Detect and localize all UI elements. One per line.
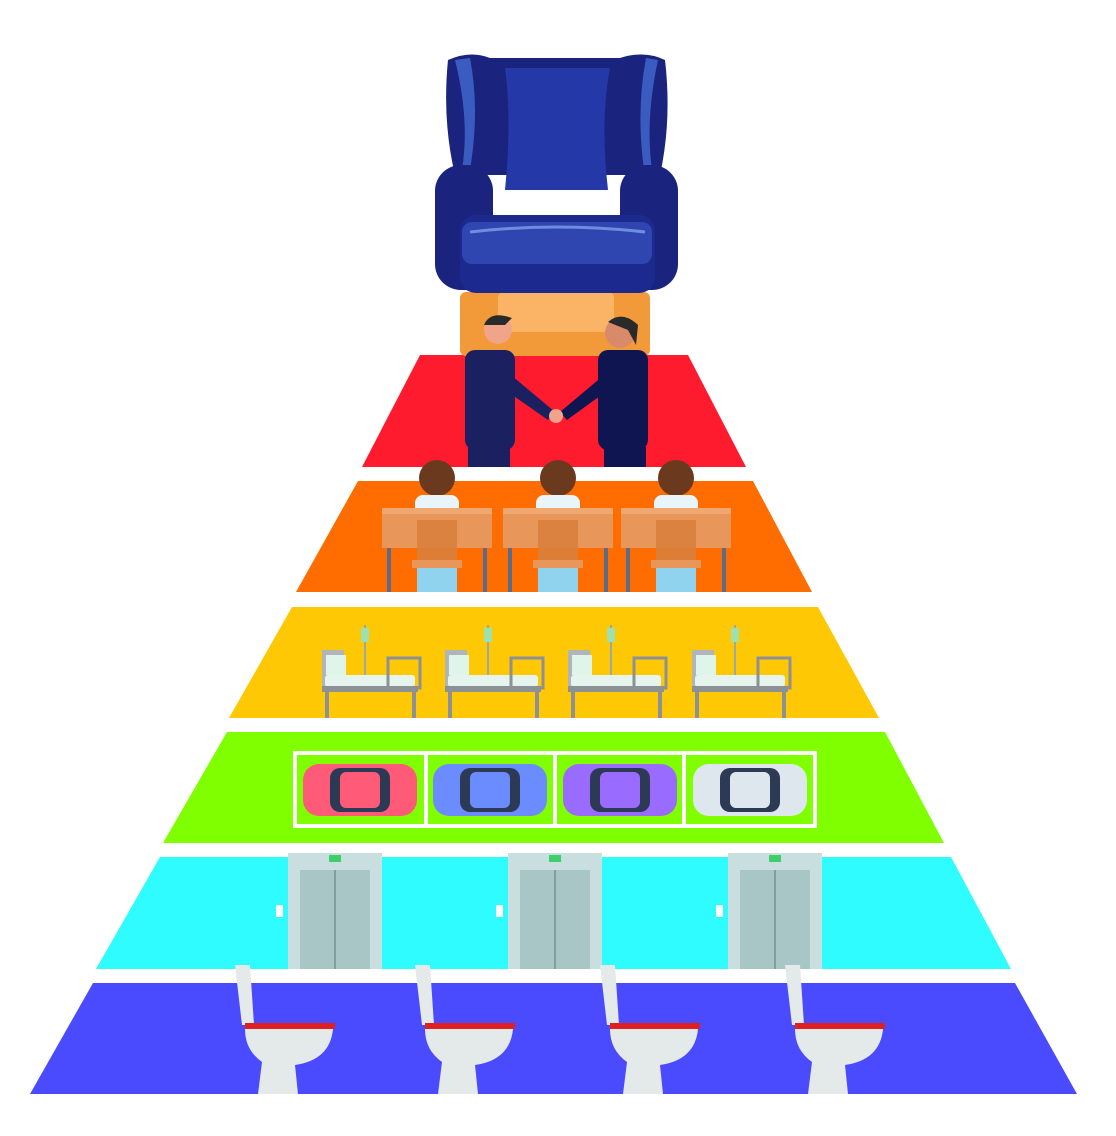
handshake-businessmen-icon <box>465 315 648 467</box>
parking-lot-frame <box>293 751 817 828</box>
elevator-icon <box>716 853 822 969</box>
student-at-desk-icon <box>503 460 613 592</box>
car-icon <box>563 764 677 816</box>
student-at-desk-icon <box>621 460 731 592</box>
elevator-icon <box>276 853 382 969</box>
tier-toilet <box>30 983 1077 1094</box>
armchair-icon <box>435 54 678 293</box>
hospital-bed-icon <box>322 625 422 718</box>
toilet-icon <box>600 965 700 1094</box>
toilet-icon <box>785 965 885 1094</box>
student-at-desk-icon <box>382 460 492 592</box>
toilet-icon <box>415 965 515 1094</box>
toilet-icon <box>235 965 335 1094</box>
car-icon <box>693 764 807 816</box>
hospital-bed-icon <box>568 625 668 718</box>
elevator-icon <box>496 853 602 969</box>
hospital-bed-icon <box>445 625 545 718</box>
car-icon <box>433 764 547 816</box>
car-icon <box>303 764 417 816</box>
hospital-bed-icon <box>692 625 792 718</box>
